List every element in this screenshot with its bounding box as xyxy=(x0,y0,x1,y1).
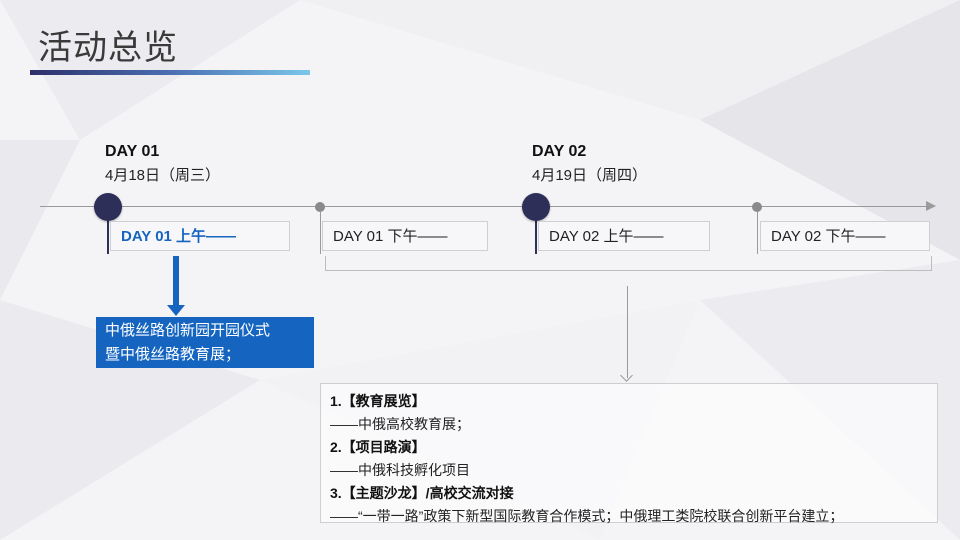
afternoon-detail-box: 1.【教育展览】 ——中俄高校教育展； 2.【项目路演】 ——中俄科技孵化项目 … xyxy=(320,383,938,524)
timeline-arrow-icon xyxy=(926,201,936,211)
day2-am-stem xyxy=(535,212,537,254)
day1-pm-stem xyxy=(320,212,321,254)
slot-day1-pm[interactable]: DAY 01 下午—— xyxy=(322,221,488,251)
afternoon-bracket xyxy=(325,256,932,271)
timeline-axis xyxy=(40,206,930,207)
connector-line xyxy=(627,286,628,378)
detail-heading-1: 1.【教育展览】 xyxy=(330,393,426,409)
slot-day2-pm[interactable]: DAY 02 下午—— xyxy=(760,221,930,251)
detail-desc-1: ——中俄高校教育展； xyxy=(330,416,470,432)
down-arrow-icon xyxy=(173,256,179,308)
day1-label: DAY 01 xyxy=(105,143,160,160)
day2-milestone-dot xyxy=(522,193,550,221)
day2-pm-dot xyxy=(752,202,762,212)
day1-pm-dot xyxy=(315,202,325,212)
day2-label: DAY 02 xyxy=(532,143,587,160)
day1-am-stem xyxy=(107,212,109,254)
detail-heading-3: 3.【主题沙龙】/高校交流对接 xyxy=(330,485,514,501)
detail-desc-2: ——中俄科技孵化项目 xyxy=(330,462,470,478)
morning-event-line2: 暨中俄丝路教育展； xyxy=(105,346,241,363)
day2-pm-stem xyxy=(757,212,758,254)
slot-day1-am[interactable]: DAY 01 上午—— xyxy=(110,221,290,251)
day2-date: 4月19日（周四） xyxy=(532,167,648,184)
title-underline xyxy=(30,70,310,75)
page-title: 活动总览 xyxy=(38,29,178,67)
day1-milestone-dot xyxy=(94,193,122,221)
detail-desc-3: ——“一带一路”政策下新型国际教育合作模式；中俄理工类院校联合创新平台建立； xyxy=(330,508,844,524)
detail-heading-2: 2.【项目路演】 xyxy=(330,439,426,455)
slot-day2-am[interactable]: DAY 02 上午—— xyxy=(538,221,710,251)
morning-event-box: 中俄丝路创新园开园仪式 暨中俄丝路教育展； xyxy=(96,317,314,368)
morning-event-line1: 中俄丝路创新园开园仪式 xyxy=(105,322,271,339)
down-arrow-head-icon xyxy=(167,305,185,316)
day1-date: 4月18日（周三） xyxy=(105,167,221,184)
